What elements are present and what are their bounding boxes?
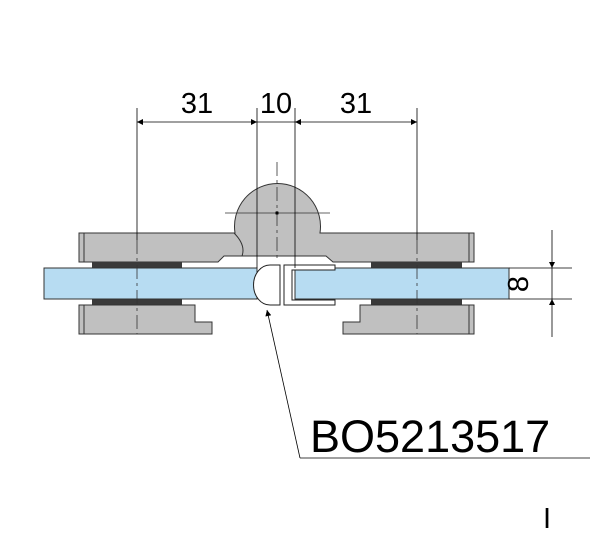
dim-gap: 10 [260, 88, 292, 120]
top-dimensions [136, 108, 418, 268]
part-leader [265, 309, 590, 459]
lower-plate-right [342, 304, 475, 335]
lower-plate-left [78, 304, 213, 335]
part-code: BO5213517 [310, 411, 550, 462]
dim-left-offset: 31 [181, 88, 213, 120]
view-label: I [543, 503, 551, 535]
dim-glass-thickness: 8 [503, 276, 535, 292]
hinge-lower-plates [78, 304, 475, 335]
glass-right [294, 267, 510, 300]
pivot-centerline [225, 162, 330, 262]
glass-left [43, 267, 258, 300]
screw-centerlines [136, 240, 418, 334]
glass-panes [43, 267, 510, 300]
seal-profile [253, 264, 336, 306]
dim-right-offset: 31 [340, 88, 372, 120]
hinge-upper-body [78, 182, 475, 263]
thickness-dimension [509, 230, 572, 337]
